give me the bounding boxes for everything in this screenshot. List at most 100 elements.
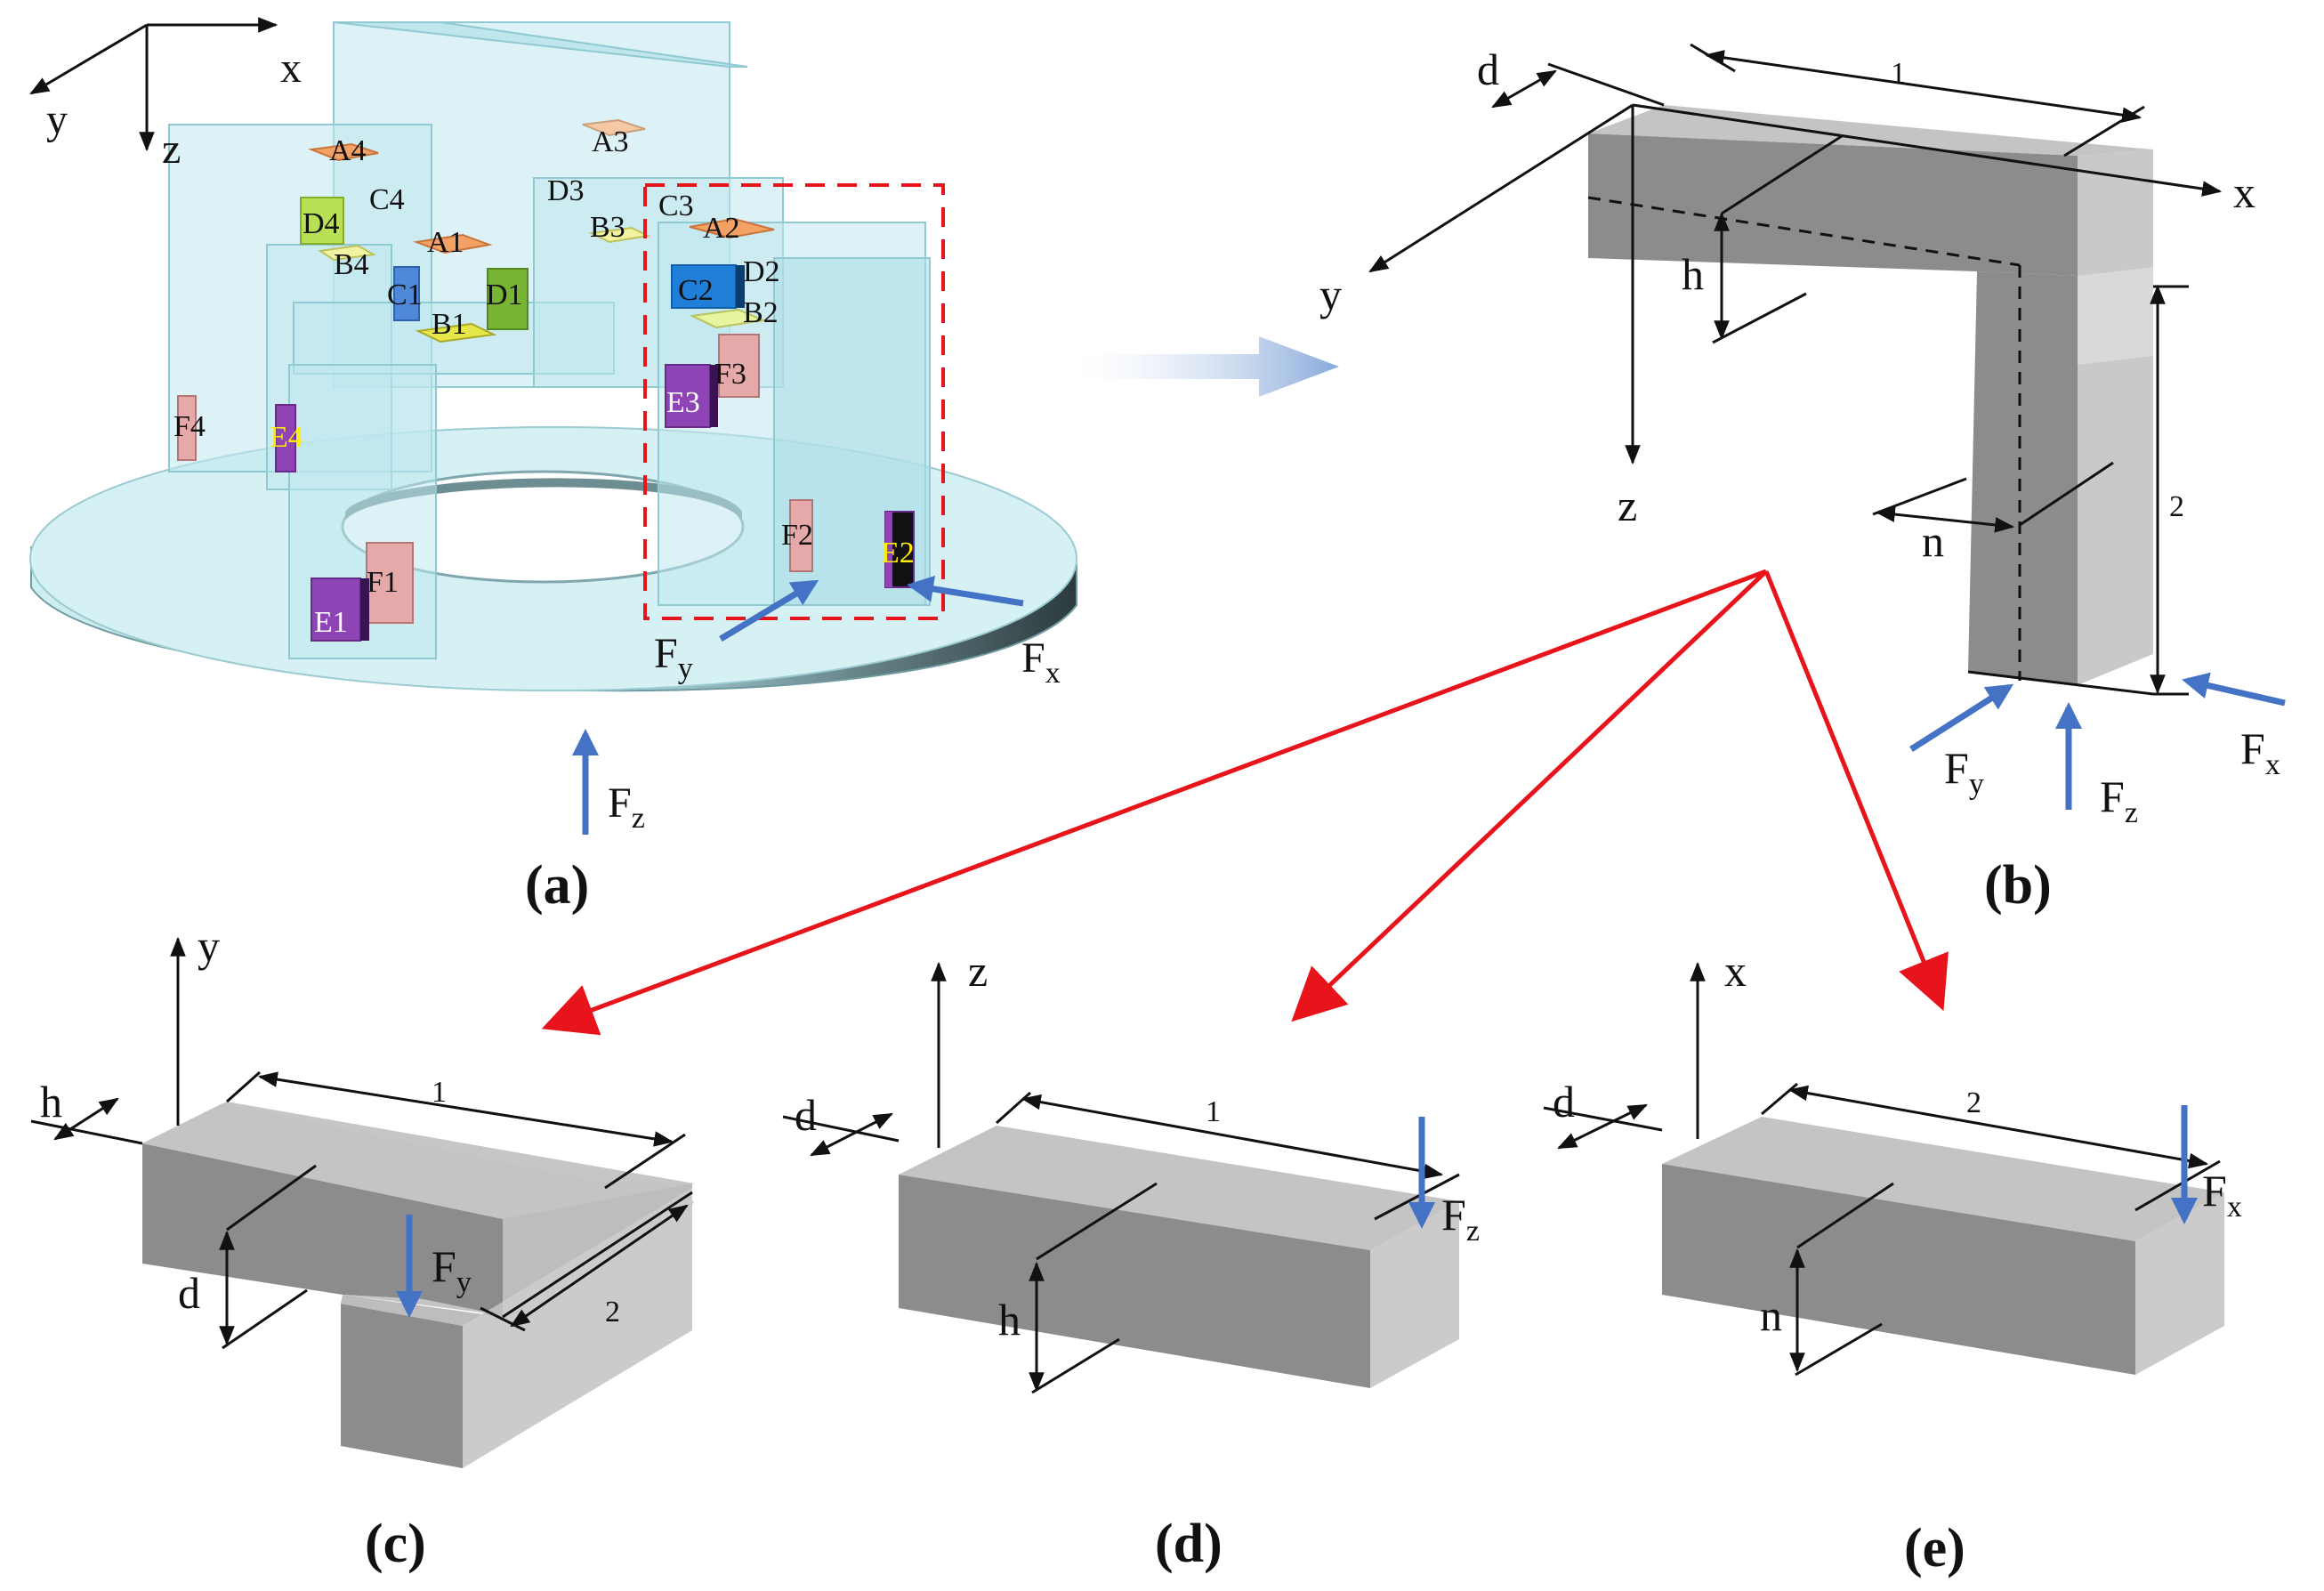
axis-x-b: x: [2233, 167, 2255, 217]
svg-text:F2: F2: [781, 519, 813, 552]
dim-d-d: d: [795, 1090, 817, 1140]
gauge-D3: D3: [547, 174, 585, 207]
gauge-D1: D1: [486, 268, 529, 330]
svg-text:A3: A3: [592, 125, 629, 158]
beam-b-front: [1588, 133, 2078, 276]
force-Fx-e: Fx: [2171, 1105, 2242, 1224]
panel-d: z d 1 h Fz (d): [782, 946, 1480, 1574]
svg-text:Fx: Fx: [2240, 723, 2280, 781]
axis-x-e: x: [1724, 946, 1747, 996]
svg-text:y: y: [46, 96, 68, 143]
caption-c: (c): [365, 1514, 426, 1574]
force-Fy-a: Fy: [654, 579, 819, 685]
panel-e: x d 2 n Fx (e): [1543, 946, 2242, 1579]
gauge-B1: B1: [415, 308, 497, 343]
svg-text:C4: C4: [369, 183, 405, 216]
svg-text:B3: B3: [590, 211, 625, 244]
dim-k2-b: 2: [2169, 490, 2184, 523]
dim-n-b: n: [1922, 516, 1944, 566]
gauge-A3: A3: [582, 118, 646, 158]
force-Fx-a: Fx: [907, 575, 1061, 690]
panel-a: A4 A3 C4 D4 B4 A1 C1 B1 D1 D3 B3 C3 A2 C…: [29, 17, 1077, 916]
svg-text:Fx: Fx: [1021, 634, 1061, 690]
gauge-C1: C1: [387, 266, 423, 321]
svg-text:E2: E2: [881, 537, 915, 569]
gauge-E1: E1: [311, 577, 369, 642]
svg-text:Fz: Fz: [1441, 1190, 1480, 1248]
svg-text:z: z: [162, 125, 181, 173]
svg-text:Fz: Fz: [2100, 771, 2138, 829]
gauge-F3: F3: [714, 334, 760, 398]
dim-k1-b: 1: [1891, 57, 1906, 90]
force-Fz-b: Fz: [2055, 702, 2138, 829]
dim-h-b: h: [1682, 249, 1704, 299]
panel-c: y h 1 d 2 Fy (c): [30, 921, 694, 1574]
axes-a: x y z: [29, 17, 302, 173]
svg-text:B1: B1: [432, 308, 467, 341]
dim-k1-d: 1: [1206, 1095, 1221, 1128]
svg-text:C1: C1: [387, 279, 423, 311]
svg-text:D1: D1: [486, 279, 523, 311]
axis-y-c: y: [198, 921, 220, 971]
gauge-F2: F2: [781, 499, 813, 572]
gauge-F4: F4: [173, 395, 206, 461]
force-Fz-d: Fz: [1408, 1117, 1480, 1248]
dash-neutral-h: [1587, 196, 2021, 267]
transition-arrow: [1077, 336, 1339, 397]
svg-text:B4: B4: [334, 248, 369, 281]
svg-text:C2: C2: [678, 274, 714, 307]
caption-b: (b): [1984, 855, 2052, 916]
beam-e-front: [1662, 1164, 2135, 1375]
gauge-E3: E3: [665, 364, 718, 428]
axis-y-b: y: [1319, 270, 1342, 319]
svg-text:A2: A2: [703, 212, 740, 245]
gauge-A4: A4: [308, 134, 379, 167]
caption-d: (d): [1155, 1514, 1223, 1574]
dim-n-e: n: [1760, 1290, 1782, 1340]
dim-d-c: d: [178, 1268, 200, 1318]
dim-k1-c: 1: [432, 1076, 447, 1109]
svg-text:x: x: [280, 44, 302, 92]
decomposition-arrows: [541, 569, 1949, 1036]
dim-k2-c: 2: [605, 1296, 620, 1329]
gauge-C4: C4: [369, 183, 405, 216]
svg-text:C3: C3: [658, 190, 694, 222]
gauge-A1: A1: [413, 226, 493, 259]
gauge-B2: B2: [689, 296, 779, 329]
axis-z-d: z: [968, 946, 988, 996]
dim-h-c: h: [40, 1077, 62, 1127]
gauge-E4: E4: [270, 404, 303, 472]
beam-b-side: [2078, 149, 2153, 685]
svg-text:E1: E1: [314, 606, 348, 639]
dim-h-d: h: [998, 1295, 1021, 1345]
gauge-D4: D4: [300, 197, 344, 245]
svg-text:A1: A1: [427, 226, 464, 259]
svg-text:D4: D4: [303, 207, 340, 240]
axis-z-b: z: [1618, 481, 1637, 530]
svg-text:A4: A4: [329, 134, 367, 167]
svg-text:D2: D2: [743, 255, 780, 288]
svg-text:Fz: Fz: [608, 779, 645, 835]
beam-d-side: [1370, 1201, 1459, 1388]
force-Fz-a: Fz: [572, 729, 645, 835]
gauge-C2: C2: [671, 264, 745, 309]
highlight-box: [643, 183, 945, 620]
svg-text:F3: F3: [714, 358, 746, 391]
gauge-D2: D2: [743, 255, 780, 288]
beam-b-leg-front: [1968, 271, 2078, 685]
gauge-F1: F1: [366, 542, 414, 624]
svg-text:B2: B2: [743, 296, 779, 329]
force-Fy-b: Fy: [1909, 683, 2014, 801]
gauge-E2: E2: [881, 511, 915, 588]
dim-k2-e: 2: [1966, 1086, 1981, 1119]
gauge-B3: B3: [588, 211, 651, 244]
force-Fy-c: Fy: [396, 1215, 472, 1318]
dim-d-e: d: [1553, 1077, 1575, 1127]
svg-text:E3: E3: [666, 386, 700, 419]
dim-d-b: d: [1477, 44, 1499, 94]
caption-e: (e): [1904, 1518, 1965, 1579]
svg-text:Fy: Fy: [1944, 743, 1984, 801]
svg-text:Fx: Fx: [2202, 1166, 2242, 1224]
beam-c-leg-front: [341, 1304, 463, 1468]
